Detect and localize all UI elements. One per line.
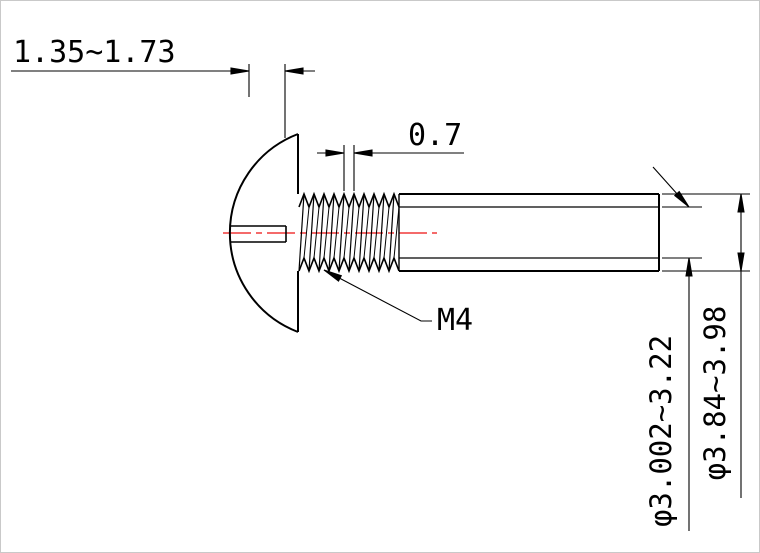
arrowhead-left [284, 67, 304, 75]
right-extension-lines [662, 193, 750, 272]
thread-root-line [323, 206, 330, 259]
pitch-dim-text: 0.7 [408, 118, 462, 153]
arrowhead-up [737, 193, 745, 213]
thread-flank-line [338, 193, 345, 272]
thread-flank-line [318, 193, 325, 272]
head-dome-arc [228, 133, 299, 333]
leader-arrowhead [323, 269, 343, 282]
thread-flank-line [358, 193, 365, 272]
thread-flank-line [378, 193, 385, 272]
arrowhead-down [673, 190, 690, 208]
thread-root-line [343, 206, 350, 259]
arrowhead-left [353, 149, 373, 157]
thread-root-line [393, 206, 400, 259]
thread-root-line [313, 206, 320, 259]
arrowhead-up [685, 257, 693, 277]
screw-head [228, 133, 299, 333]
thread-root-helix-lines [303, 206, 400, 259]
thread-root-line [373, 206, 380, 259]
thread-flank-line [308, 193, 315, 272]
thread-spec-label: M4 [323, 269, 473, 338]
minor-diameter-text: φ3.002~3.22 [644, 335, 678, 527]
arrowhead-down [737, 252, 745, 272]
thread-flank-line [348, 193, 355, 272]
thread-flank-line [368, 193, 375, 272]
dim-head-height: 1.35~1.73 [11, 35, 315, 138]
dim-major-diameter: φ3.84~3.98 [698, 193, 745, 498]
thread-crest-helix-lines [298, 193, 395, 272]
leader-line [323, 269, 432, 322]
screw-shank [399, 193, 660, 272]
head-dim-text: 1.35~1.73 [13, 35, 176, 70]
thread-flank-line [388, 193, 395, 272]
dim-minor-diameter: φ3.002~3.22 [644, 166, 693, 531]
thread-flank-line [298, 193, 305, 272]
screw-threads [298, 191, 400, 274]
thread-root-line [353, 206, 360, 259]
thread-flank-line [328, 193, 335, 272]
thread-root-line [383, 206, 390, 259]
thread-root-line [363, 206, 370, 259]
screw-slot [230, 225, 287, 243]
major-diameter-text: φ3.84~3.98 [698, 306, 732, 481]
arrowhead-right [230, 67, 250, 75]
thread-root-line [303, 206, 310, 259]
arrowhead-right [325, 149, 345, 157]
thread-spec-text: M4 [437, 303, 473, 338]
thread-root-line [333, 206, 340, 259]
dim-thread-pitch: 0.7 [317, 118, 464, 191]
